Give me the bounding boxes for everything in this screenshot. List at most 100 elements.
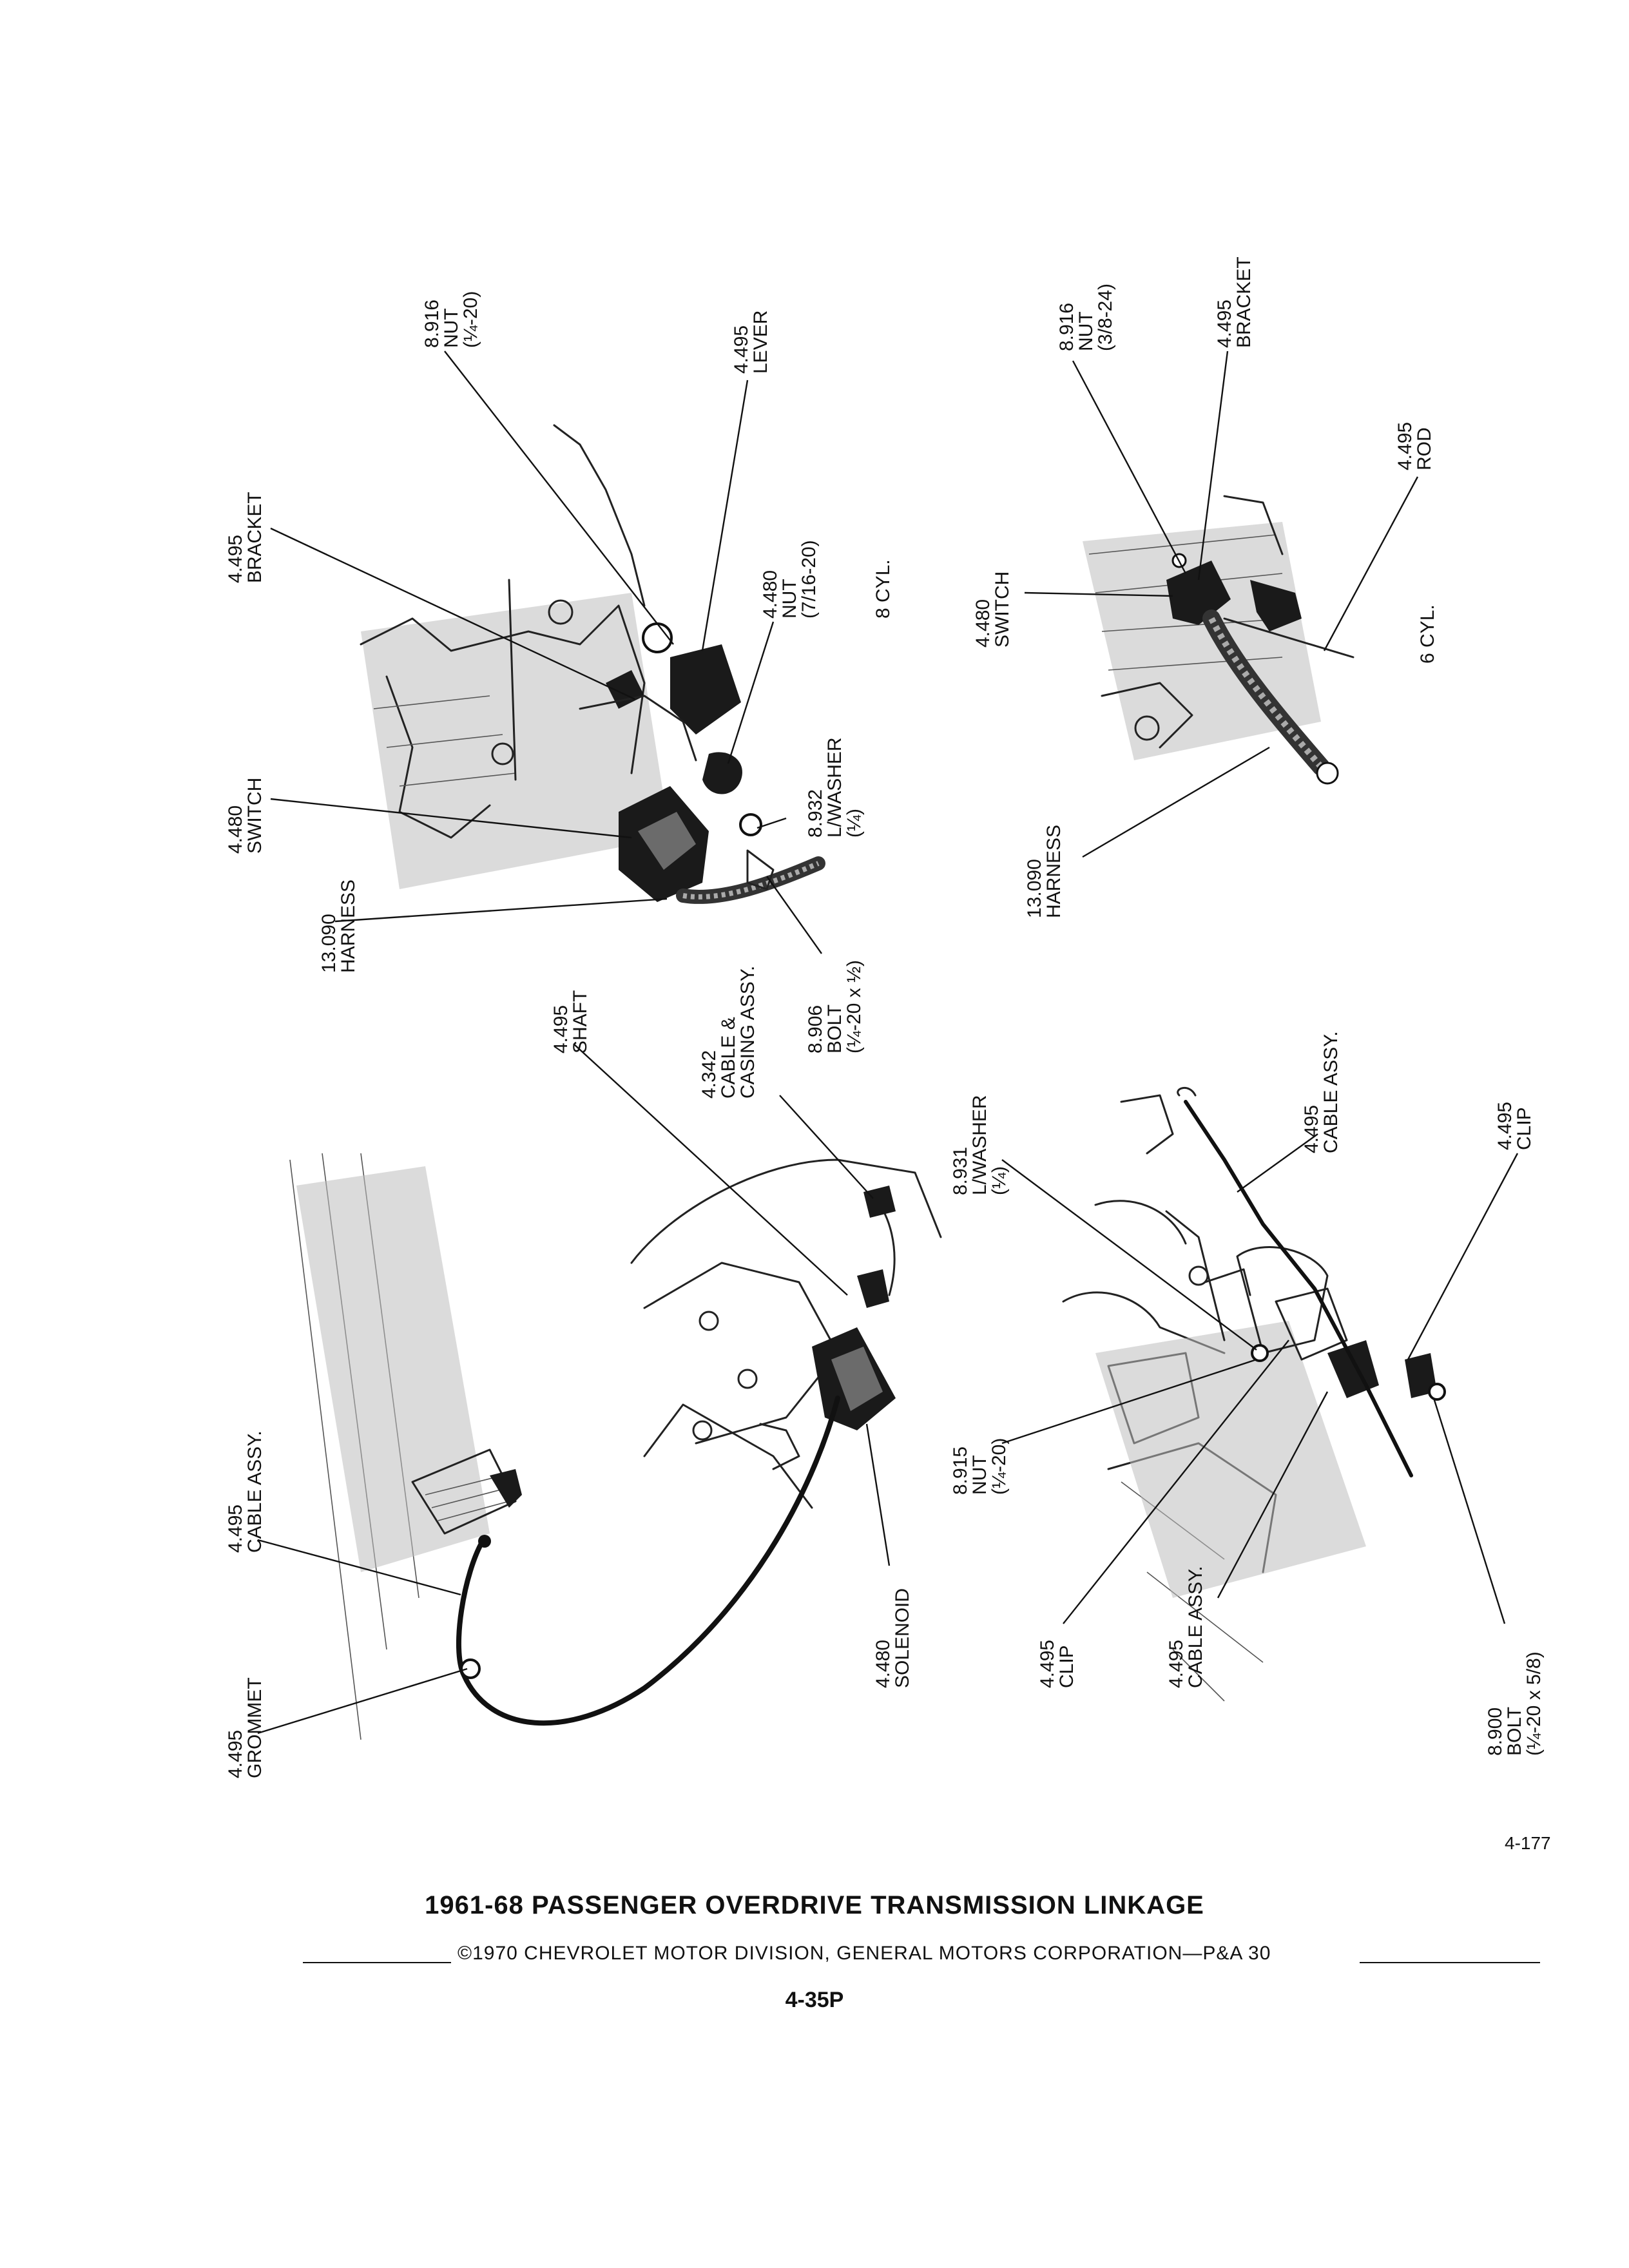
svg-text:SHAFT: SHAFT bbox=[570, 990, 591, 1053]
label-bracket-tr: 4.495 BRACKET bbox=[1214, 256, 1255, 348]
svg-text:NUT: NUT bbox=[1075, 311, 1097, 351]
svg-text:NUT: NUT bbox=[969, 1455, 990, 1495]
svg-text:L/WASHER: L/WASHER bbox=[824, 737, 845, 838]
svg-text:CASING ASSY.: CASING ASSY. bbox=[737, 966, 758, 1099]
label-harness-tr: 13.090 HARNESS bbox=[1024, 825, 1065, 918]
label-washer-8931: 8.931 L/WASHER (¼) bbox=[950, 1095, 1010, 1195]
svg-text:4.495: 4.495 bbox=[731, 325, 752, 374]
page-ref: 4-177 bbox=[1505, 1833, 1551, 1853]
svg-text:4.495: 4.495 bbox=[225, 535, 246, 583]
svg-text:CABLE ASSY.: CABLE ASSY. bbox=[244, 1430, 265, 1553]
label-bracket-tl: 4.495 BRACKET bbox=[225, 492, 265, 583]
svg-text:CLIP: CLIP bbox=[1514, 1107, 1535, 1150]
label-nut-8915: 8.915 NUT (¼-20) bbox=[950, 1438, 1010, 1495]
label-cable-assy-bl: 4.495 CABLE ASSY. bbox=[225, 1430, 265, 1553]
label-6-cyl: 6 CYL. bbox=[1417, 604, 1438, 664]
svg-text:4.495: 4.495 bbox=[225, 1504, 246, 1553]
svg-text:4.495: 4.495 bbox=[1037, 1640, 1058, 1688]
svg-text:8.906: 8.906 bbox=[805, 1005, 826, 1053]
svg-text:CLIP: CLIP bbox=[1056, 1645, 1077, 1688]
svg-text:4.495: 4.495 bbox=[1301, 1105, 1322, 1153]
svg-text:4.480: 4.480 bbox=[972, 599, 994, 648]
svg-text:SWITCH: SWITCH bbox=[244, 778, 265, 854]
svg-text:BOLT: BOLT bbox=[824, 1004, 845, 1053]
svg-text:(¼-20): (¼-20) bbox=[988, 1438, 1010, 1495]
svg-text:BRACKET: BRACKET bbox=[1233, 256, 1255, 348]
svg-text:8.900: 8.900 bbox=[1485, 1707, 1506, 1756]
rule-right bbox=[1360, 1962, 1540, 1963]
svg-text:(7/16-20): (7/16-20) bbox=[798, 540, 820, 619]
label-solenoid: 4.480 SOLENOID bbox=[872, 1588, 913, 1688]
page-title: 1961-68 PASSENGER OVERDRIVE TRANSMISSION… bbox=[425, 1891, 1204, 1919]
svg-text:4.480: 4.480 bbox=[760, 570, 781, 619]
svg-text:8 CYL.: 8 CYL. bbox=[872, 559, 894, 619]
svg-text:4.495: 4.495 bbox=[225, 1730, 246, 1778]
svg-text:L/WASHER: L/WASHER bbox=[969, 1095, 990, 1195]
label-grommet: 4.495 GROMMET bbox=[225, 1677, 265, 1778]
figure-8-cyl bbox=[360, 424, 825, 904]
svg-text:4.480: 4.480 bbox=[872, 1640, 894, 1688]
label-switch-tr: 4.480 SWITCH bbox=[972, 572, 1013, 648]
svg-text:GROMMET: GROMMET bbox=[244, 1677, 265, 1778]
svg-text:HARNESS: HARNESS bbox=[1043, 825, 1065, 918]
svg-text:4.480: 4.480 bbox=[225, 805, 246, 854]
label-lever: 4.495 LEVER bbox=[731, 311, 771, 374]
svg-text:13.090: 13.090 bbox=[1024, 859, 1045, 918]
svg-text:8.916: 8.916 bbox=[421, 300, 443, 348]
svg-text:(¼): (¼) bbox=[843, 809, 865, 838]
svg-text:CABLE ASSY.: CABLE ASSY. bbox=[1185, 1566, 1206, 1688]
label-bolt-8906: 8.906 BOLT (¼-20 x ½) bbox=[805, 960, 865, 1053]
label-nut-8916-tl: 8.916 NUT (¼-20) bbox=[421, 291, 481, 348]
labels: 8.916 NUT (¼-20) 4.495 LEVER 4.495 BRACK… bbox=[225, 256, 1545, 1778]
svg-text:BRACKET: BRACKET bbox=[244, 492, 265, 583]
svg-text:13.090: 13.090 bbox=[318, 914, 340, 973]
figure-solenoid-cable bbox=[289, 1153, 942, 1740]
plate-number: 4-35P bbox=[785, 1988, 844, 2012]
svg-text:8.915: 8.915 bbox=[950, 1446, 971, 1495]
leader-lines bbox=[257, 351, 1519, 1735]
svg-text:4.495: 4.495 bbox=[1214, 300, 1235, 348]
rule-left bbox=[303, 1962, 451, 1963]
copyright-line: ©1970 CHEVROLET MOTOR DIVISION, GENERAL … bbox=[303, 1943, 1540, 1968]
label-cable-casing: 4.342 CABLE & CASING ASSY. bbox=[699, 966, 758, 1099]
label-clip-br-bottom: 4.495 CLIP bbox=[1037, 1640, 1077, 1688]
svg-text:SWITCH: SWITCH bbox=[992, 572, 1013, 648]
svg-text:ROD: ROD bbox=[1414, 427, 1435, 470]
svg-text:CABLE ASSY.: CABLE ASSY. bbox=[1320, 1031, 1342, 1153]
svg-text:HARNESS: HARNESS bbox=[338, 879, 359, 973]
label-rod: 4.495 ROD bbox=[1394, 422, 1435, 470]
svg-text:4.495: 4.495 bbox=[1394, 422, 1416, 470]
svg-text:8.932: 8.932 bbox=[805, 789, 826, 838]
svg-text:(¼): (¼) bbox=[988, 1166, 1010, 1195]
svg-text:NUT: NUT bbox=[779, 579, 800, 619]
svg-text:8.931: 8.931 bbox=[950, 1147, 971, 1195]
svg-text:(¼-20): (¼-20) bbox=[460, 291, 481, 348]
label-8-cyl: 8 CYL. bbox=[872, 559, 894, 619]
label-shaft: 4.495 SHAFT bbox=[550, 990, 591, 1053]
label-bolt-8900: 8.900 BOLT (¼-20 x 5/8) bbox=[1485, 1651, 1545, 1756]
label-cable-assy-br-bottom: 4.495 CABLE ASSY. bbox=[1166, 1566, 1206, 1688]
svg-text:CABLE &: CABLE & bbox=[718, 1017, 739, 1099]
label-washer-8932: 8.932 L/WASHER (¼) bbox=[805, 737, 865, 838]
svg-text:BOLT: BOLT bbox=[1504, 1707, 1525, 1756]
svg-text:(¼-20 x 5/8): (¼-20 x 5/8) bbox=[1523, 1651, 1545, 1756]
svg-text:4.495: 4.495 bbox=[550, 1005, 572, 1053]
svg-text:(¼-20 x ½): (¼-20 x ½) bbox=[843, 960, 865, 1053]
svg-text:(3/8-24): (3/8-24) bbox=[1095, 284, 1116, 351]
svg-text:SOLENOID: SOLENOID bbox=[892, 1588, 913, 1688]
svg-text:4.495: 4.495 bbox=[1494, 1102, 1516, 1150]
label-nut-8916-tr: 8.916 NUT (3/8-24) bbox=[1056, 284, 1116, 351]
label-cable-assy-br-top: 4.495 CABLE ASSY. bbox=[1301, 1031, 1342, 1153]
svg-text:4.342: 4.342 bbox=[699, 1050, 720, 1099]
svg-text:NUT: NUT bbox=[441, 308, 462, 348]
svg-text:8.916: 8.916 bbox=[1056, 303, 1077, 351]
svg-text:LEVER: LEVER bbox=[750, 311, 771, 374]
figure-6-cyl bbox=[1083, 495, 1354, 785]
svg-text:4.495: 4.495 bbox=[1166, 1640, 1187, 1688]
label-clip-br-top: 4.495 CLIP bbox=[1494, 1102, 1535, 1150]
label-harness-tl: 13.090 HARNESS bbox=[318, 879, 359, 973]
svg-text:6 CYL.: 6 CYL. bbox=[1417, 604, 1438, 664]
label-nut-4480: 4.480 NUT (7/16-20) bbox=[760, 540, 820, 619]
copyright-text: ©1970 CHEVROLET MOTOR DIVISION, GENERAL … bbox=[458, 1943, 1271, 1964]
